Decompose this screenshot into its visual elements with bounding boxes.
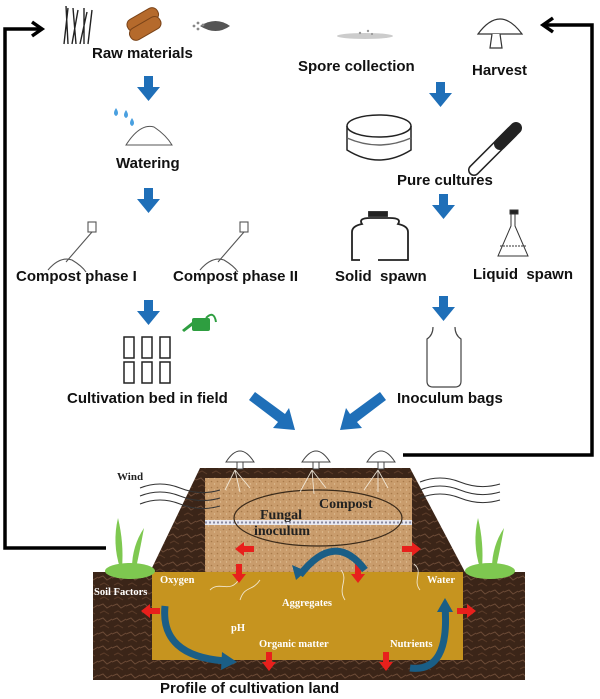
petri-dish-icon [346, 114, 412, 161]
bed-grid-icon [123, 336, 171, 384]
label-compost: Compost [319, 497, 373, 512]
label-compost-phase-1: Compost phase I [16, 268, 137, 285]
label-spore-collection: Spore collection [298, 58, 415, 75]
label-liquid-spawn: Liquid spawn [473, 266, 573, 283]
wood-logs-icon [126, 7, 162, 41]
label-compost-phase-2: Compost phase II [173, 268, 299, 285]
label-cultivation-bed: Cultivation bed in field [67, 390, 228, 407]
label-pure-cultures: Pure cultures [397, 172, 493, 189]
plant-right [465, 518, 515, 579]
label-wind: Wind [117, 471, 144, 483]
label-organic-matter: Organic matter [259, 639, 329, 650]
soil-profile [93, 450, 525, 680]
mushroom-icon [476, 18, 524, 49]
label-ph: pH [231, 623, 246, 634]
label-fungal: Fungal [260, 508, 303, 523]
water-drops-icon [114, 108, 134, 126]
label-water: Water [427, 575, 455, 586]
spawn-jar-icon [351, 211, 409, 261]
red-arrows [141, 542, 476, 671]
label-nutrients: Nutrients [390, 639, 433, 650]
label-aggregates: Aggregates [282, 598, 332, 609]
label-watering: Watering [116, 155, 180, 172]
shovel-compost-icon [47, 221, 249, 273]
corn-icon [192, 21, 230, 31]
label-soil-factors: Soil Factors [94, 587, 148, 598]
arrow-bed-to-profile [249, 392, 295, 430]
arrow-water-to-compost [137, 188, 160, 213]
label-solid-spawn: Solid spawn [335, 268, 427, 285]
grass-icon [63, 5, 93, 45]
arrow-pure-to-spawn [432, 194, 455, 219]
spore-powder-icon [337, 29, 393, 39]
label-raw-materials: Raw materials [92, 45, 193, 62]
diagram-title: Profile of cultivation land [160, 680, 340, 697]
label-inoculum: inoculum [254, 524, 311, 539]
label-inoculum-bags: Inoculum bags [397, 390, 503, 407]
inoculum-bag-icon [426, 326, 462, 388]
flow-arrows [137, 76, 455, 430]
watering-can-icon [182, 313, 217, 332]
arrow-spawn-to-bags [432, 296, 455, 321]
label-oxygen: Oxygen [160, 575, 195, 586]
arrow-bags-to-profile [340, 392, 386, 430]
arrow-spore-to-pure [429, 82, 452, 107]
test-tube-icon [468, 122, 522, 176]
arrow-raw-to-water [137, 76, 160, 101]
plant-left [105, 518, 155, 579]
sand-pile-icon [125, 125, 173, 146]
cycle-arrows [161, 547, 450, 672]
label-harvest: Harvest [472, 62, 528, 79]
loop-left [3, 20, 106, 550]
erlenmeyer-flask-icon [497, 209, 529, 257]
arrow-compost-to-bed [137, 300, 160, 325]
loop-right [403, 16, 594, 457]
